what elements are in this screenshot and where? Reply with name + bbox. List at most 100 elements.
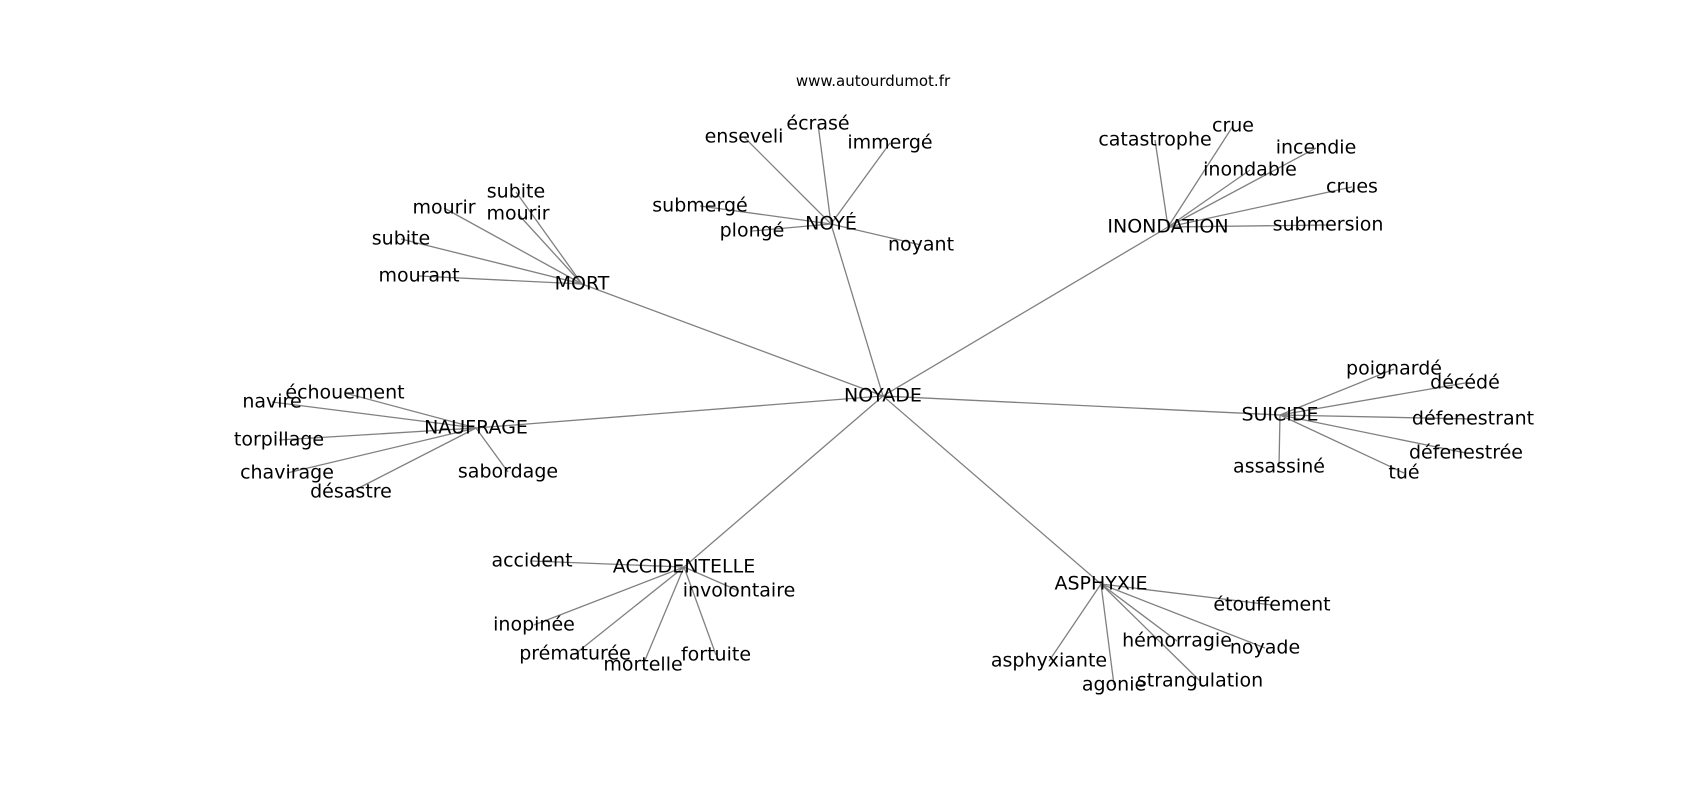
word-node-label: incendie (1276, 137, 1357, 159)
edge-hub-word (1279, 414, 1467, 454)
edge-hub-word (642, 566, 685, 666)
edge-hub-word (443, 207, 583, 285)
edge-hub-word (751, 223, 832, 232)
edge-hub-word (1100, 583, 1178, 642)
hub-node-label: ACCIDENTELLE (613, 556, 755, 578)
word-node-label: crues (1326, 176, 1378, 198)
edge-hub-word (515, 191, 583, 285)
edge-hub-word (1048, 583, 1102, 662)
site-credit: www.autourdumot.fr (795, 72, 951, 90)
edge-hub-word (1167, 186, 1353, 228)
word-node-label: mourir (486, 203, 549, 225)
hub-node-label: INONDATION (1107, 216, 1228, 238)
word-node-label: catastrophe (1098, 129, 1211, 151)
edge-hub-word (1279, 382, 1466, 416)
edge-hub-word (1100, 583, 1201, 682)
word-node-label: agonie (1082, 674, 1146, 696)
edge-hub-word (286, 427, 477, 474)
word-node-label: défenestrant (1412, 408, 1534, 430)
edge-center-hub (830, 223, 884, 397)
graph-edges (271, 123, 1474, 686)
word-node-label: strangulation (1137, 670, 1263, 692)
edge-center-hub (882, 395, 1281, 416)
word-node-label: désastre (310, 481, 392, 503)
word-node-label: hémorragie (1122, 630, 1232, 652)
hub-node-label: NAUFRAGE (424, 417, 528, 439)
word-node-label: écrasé (786, 113, 849, 135)
center-node-label: NOYADE (844, 385, 922, 407)
edge-hub-word (830, 223, 922, 246)
edge-hub-word (517, 213, 583, 285)
edge-center-hub (882, 226, 1169, 397)
edge-center-hub (475, 395, 884, 429)
word-node-label: asphyxiante (991, 650, 1107, 672)
edge-hub-word (1167, 224, 1329, 228)
word-node-label: subite (487, 181, 545, 203)
word-node-label: prématurée (519, 643, 631, 665)
edge-center-hub (581, 283, 884, 397)
word-node-label: étouffement (1213, 594, 1330, 616)
edge-hub-word (400, 238, 583, 285)
word-node-label: accident (491, 550, 572, 572)
word-node-label: décédé (1430, 372, 1500, 394)
word-node-label: inopinée (493, 614, 575, 636)
edge-hub-word (271, 401, 477, 429)
word-node-label: défenestrée (1409, 442, 1523, 464)
word-node-label: inondable (1203, 159, 1297, 181)
edge-hub-word (418, 275, 583, 285)
word-node-label: mourant (378, 265, 459, 287)
word-node-label: noyade (1230, 637, 1300, 659)
edge-hub-word (1279, 368, 1395, 416)
edge-hub-word (574, 566, 685, 655)
graph-labels: NOYADENOYÉenseveliécraséimmergésubmergép… (234, 113, 1534, 696)
word-node-label: fortuite (681, 644, 751, 666)
edge-hub-word (1100, 583, 1266, 649)
word-node-label: mourir (412, 197, 475, 219)
word-node-label: involontaire (683, 580, 796, 602)
edge-hub-word (1167, 125, 1234, 228)
edge-center-hub (882, 395, 1102, 585)
edge-hub-word (1278, 414, 1281, 468)
word-node-label: crue (1212, 115, 1254, 137)
edge-center-hub (683, 395, 884, 568)
edge-hub-word (344, 392, 477, 429)
edge-hub-word (278, 427, 477, 441)
edge-hub-word (1167, 147, 1317, 228)
word-node-label: submersion (1273, 214, 1384, 236)
word-node-label: tué (1388, 462, 1419, 484)
edge-hub-word (1154, 139, 1169, 228)
word-node-label: assassiné (1233, 456, 1325, 478)
word-node-label: mortelle (603, 654, 682, 676)
edge-hub-word (1167, 169, 1251, 228)
edge-hub-word (350, 427, 477, 493)
edge-hub-word (817, 123, 832, 225)
hub-node-label: NOYÉ (805, 212, 857, 235)
edge-hub-word (683, 566, 717, 656)
edge-hub-word (531, 560, 685, 568)
edge-hub-word (533, 566, 685, 626)
edge-hub-word (1100, 583, 1115, 686)
edge-hub-word (1279, 414, 1405, 474)
edge-hub-word (683, 566, 740, 592)
word-node-label: subite (372, 228, 430, 250)
word-node-label: sabordage (458, 461, 558, 483)
word-node-label: noyant (888, 234, 954, 256)
word-node-label: immergé (847, 132, 932, 154)
word-node-label: poignardé (1346, 358, 1442, 380)
hub-node-label: SUICIDE (1241, 404, 1318, 426)
edge-hub-word (830, 142, 891, 225)
word-node-label: échouement (285, 382, 404, 404)
word-node-label: navire (242, 391, 301, 413)
edge-hub-word (1100, 583, 1273, 606)
edge-hub-word (699, 205, 832, 225)
edge-hub-word (1279, 414, 1474, 420)
edge-hub-word (743, 136, 832, 225)
word-node-label: enseveli (705, 126, 784, 148)
word-node-label: torpillage (234, 429, 324, 451)
word-node-label: plongé (720, 220, 785, 242)
edge-hub-word (475, 427, 509, 473)
hub-node-label: ASPHYXIE (1054, 573, 1147, 595)
hub-node-label: MORT (555, 273, 610, 295)
word-node-label: chavirage (240, 462, 334, 484)
